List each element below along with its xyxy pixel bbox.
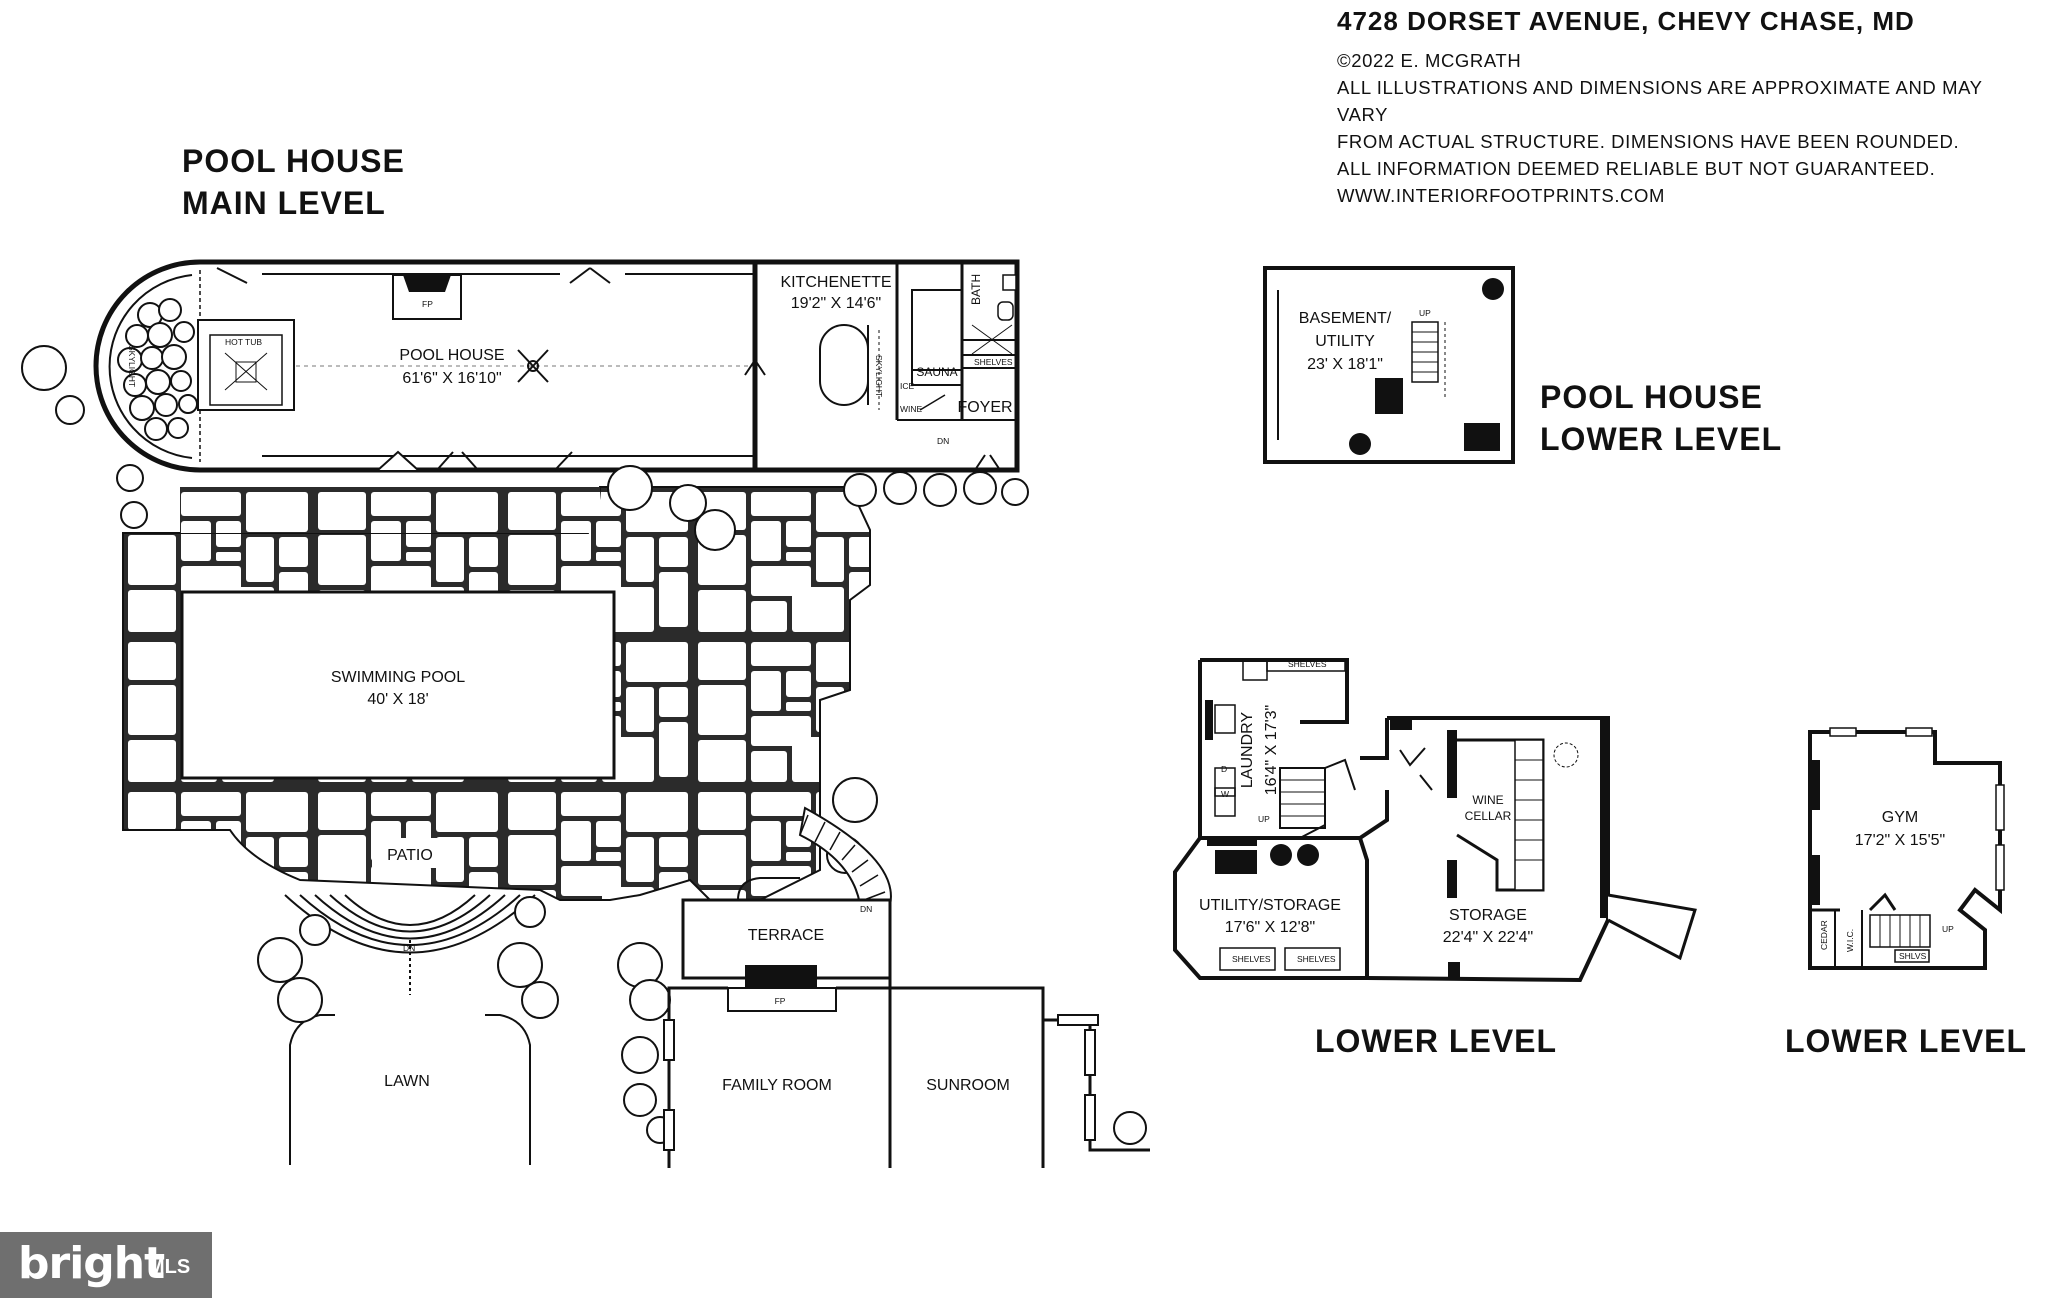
laundry-shelves-label: SHELVES [1288, 659, 1327, 669]
wic-label: W.I.C. [1845, 929, 1855, 952]
logo-wordmark: bright [18, 1238, 165, 1289]
house-rooms [663, 978, 1150, 1168]
pool-house-main-title-1: POOL HOUSE [182, 143, 405, 179]
utility-storage-label: UTILITY/STORAGE [1199, 897, 1341, 914]
disclaimer-line-1: ALL ILLUSTRATIONS AND DIMENSIONS ARE APP… [1337, 77, 1983, 125]
terrace-fp-label: FP [775, 996, 786, 1006]
terrace-dn-label: DN [860, 904, 872, 914]
lower-stair-up-label: UP [1258, 814, 1270, 824]
foyer-dn-label: DN [937, 436, 949, 446]
laundry-label: LAUNDRY [1239, 712, 1256, 789]
patio-label-bg [372, 838, 446, 868]
hot-tub-label: HOT TUB [225, 337, 262, 347]
swimming-pool: SWIMMING POOL 40' X 18' [180, 590, 616, 780]
patio-label: PATIO [387, 847, 433, 864]
wine-cellar-label-2: CELLAR [1465, 809, 1512, 823]
website-link[interactable]: WWW.INTERIORFOOTPRINTS.COM [1337, 185, 1666, 206]
family-room-label: FAMILY ROOM [722, 1077, 832, 1094]
storage-label: STORAGE [1449, 907, 1527, 924]
pool-house-dims: 61'6" X 16'10" [402, 370, 501, 387]
utility-shelves-right: SHELVES [1297, 954, 1336, 964]
basement-label-2: UTILITY [1315, 333, 1375, 350]
disclaimer-line-2: FROM ACTUAL STRUCTURE. DIMENSIONS HAVE B… [1337, 131, 1960, 152]
basement-label-1: BASEMENT/ [1299, 310, 1392, 327]
basement-dims: 23' X 18'1" [1307, 356, 1383, 373]
washer-label: W [1221, 789, 1229, 799]
copyright-line: ©2022 E. MCGRATH [1337, 50, 1522, 71]
swimming-pool-label: SWIMMING POOL [331, 669, 465, 686]
storage-dims: 22'4" X 22'4" [1443, 929, 1533, 946]
kitchenette-dims: 19'2" X 14'6" [791, 295, 881, 312]
wine-cellar-label-1: WINE [1472, 793, 1503, 807]
gym-dims: 17'2" X 15'5" [1855, 832, 1945, 849]
dryer-label: D [1221, 764, 1227, 774]
lawn-label: LAWN [384, 1073, 430, 1090]
header-block: 4728 DORSET AVENUE, CHEVY CHASE, MD ©202… [1337, 6, 2037, 209]
terrace-area [681, 806, 892, 1012]
kitchenette-shelves-label: SHELVES [974, 357, 1013, 367]
foyer-label: FOYER [957, 399, 1012, 416]
laundry-dims: 16'4" X 17'3" [1263, 705, 1280, 795]
gym-lower-level-title: LOWER LEVEL [1785, 1023, 2027, 1059]
ice-label: ICE [900, 381, 915, 391]
pool-house-building [93, 259, 758, 473]
utility-shelves-left: SHELVES [1232, 954, 1271, 964]
pool-house-label: POOL HOUSE [399, 347, 504, 364]
lawn-area [289, 1014, 531, 1165]
skylight-label: SKYLIGHT [127, 345, 137, 387]
disclaimer-line-3: ALL INFORMATION DEEMED RELIABLE BUT NOT … [1337, 158, 1936, 179]
bath-label: BATH [969, 274, 983, 305]
gym-label: GYM [1882, 809, 1918, 826]
bright-mls-logo: bright MLS [0, 1232, 212, 1298]
utility-storage-dims: 17'6" X 12'8" [1225, 919, 1315, 936]
gym-shelves-label: SHLVS [1899, 951, 1927, 961]
lower-level-title: LOWER LEVEL [1315, 1023, 1557, 1059]
kitchenette-skylight-label: SKYLIGHT [874, 355, 884, 397]
sunroom-label: SUNROOM [926, 1077, 1010, 1094]
pool-house-lower-title-2: LOWER LEVEL [1540, 421, 1782, 457]
gym-plan [1808, 727, 2005, 970]
basement-plan [1263, 266, 1515, 464]
shrubs [21, 345, 1147, 1145]
terrace-label: TERRACE [748, 927, 824, 944]
swimming-pool-dims: 40' X 18' [367, 691, 428, 708]
sauna-label: SAUNA [916, 365, 957, 379]
property-address: 4728 DORSET AVENUE, CHEVY CHASE, MD [1337, 6, 1915, 36]
gym-up-label: UP [1942, 924, 1954, 934]
patio-steps-dn: DN [403, 943, 415, 953]
basement-up-label: UP [1419, 308, 1431, 318]
wine-label: WINE [900, 404, 923, 414]
logo-mls: MLS [148, 1256, 191, 1278]
lower-level-plan [1173, 658, 1697, 983]
kitchenette-block [744, 259, 1020, 473]
pool-house-lower-title-1: POOL HOUSE [1540, 379, 1763, 415]
kitchenette-label: KITCHENETTE [780, 274, 891, 291]
cedar-label: CEDAR [1819, 920, 1829, 950]
pool-house-fp-label: FP [422, 299, 433, 309]
pool-house-main-title-2: MAIN LEVEL [182, 185, 386, 221]
